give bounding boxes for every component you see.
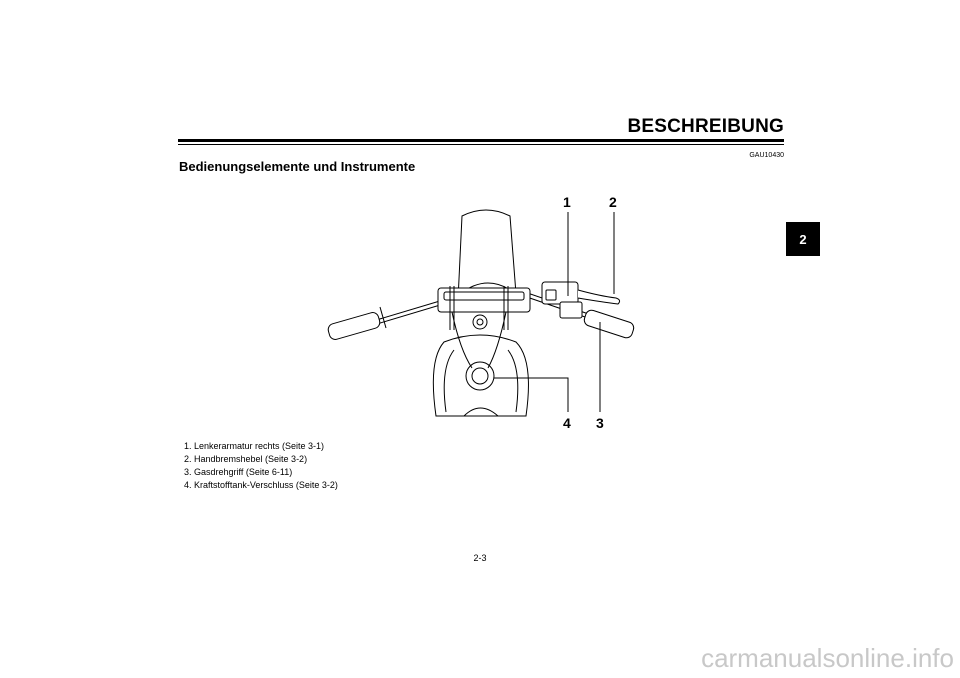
left-grip — [327, 312, 381, 340]
handlebar-illustration: 1 2 3 4 — [327, 194, 635, 430]
right-switch — [541, 281, 579, 305]
callout-1: 1 — [563, 194, 571, 210]
callout-3: 3 — [596, 415, 604, 430]
title-rule-thin — [178, 144, 784, 145]
figure-captions: 1. Lenkerarmatur rechts (Seite 3-1) 2. H… — [184, 440, 338, 492]
fuel-cap — [465, 361, 495, 391]
title-rule-thick — [178, 139, 784, 142]
right-grip — [583, 309, 635, 339]
callout-2: 2 — [609, 194, 617, 210]
callout-4: 4 — [563, 415, 571, 430]
caption-item: 2. Handbremshebel (Seite 3-2) — [184, 454, 308, 464]
caption-item: 1. Lenkerarmatur rechts (Seite 3-1) — [184, 441, 325, 451]
caption-item: 3. Gasdrehgriff (Seite 6-11) — [184, 467, 293, 477]
page-number: 2-3 — [473, 553, 487, 563]
document-code: GAU10430 — [749, 152, 784, 159]
chapter-tab: 2 — [786, 222, 820, 256]
section-heading: Bedienungselemente und Instrumente — [179, 159, 416, 174]
windshield — [457, 209, 517, 301]
page-title: BESCHREIBUNG — [627, 116, 784, 137]
watermark: carmanualsonline.info — [701, 643, 954, 673]
brake-lever — [577, 289, 621, 305]
caption-item: 4. Kraftstofftank-Verschluss (Seite 3-2) — [184, 480, 338, 490]
